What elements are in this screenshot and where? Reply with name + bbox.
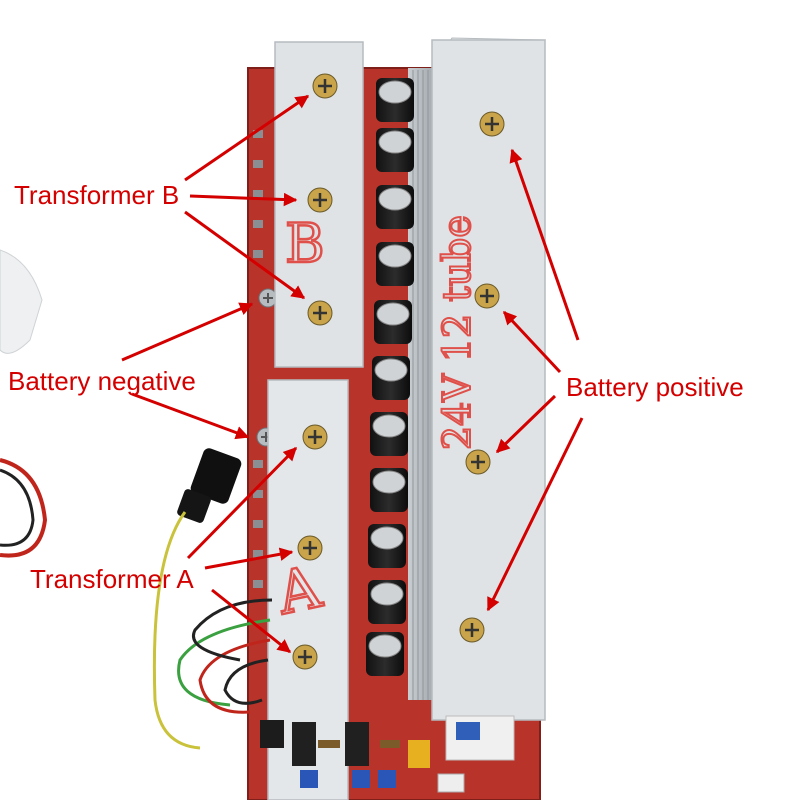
annotation-arrows bbox=[121, 94, 584, 654]
capacitor bbox=[374, 300, 412, 344]
capacitor bbox=[368, 580, 406, 624]
screw-a-top bbox=[302, 424, 328, 450]
fuse-holder bbox=[177, 448, 242, 523]
arrow-battery-positive-3 bbox=[495, 394, 557, 454]
capacitor bbox=[376, 242, 414, 286]
capacitor bbox=[376, 185, 414, 229]
edge-pins bbox=[253, 130, 263, 588]
screw-pos-1 bbox=[479, 111, 505, 137]
side-cable-red bbox=[0, 458, 48, 558]
label-transformer-b: Transformer B bbox=[14, 180, 180, 210]
arrow-transformer-a-top bbox=[186, 446, 298, 560]
plastic-bag bbox=[0, 249, 43, 354]
arrow-battery-negative-lower bbox=[131, 392, 250, 440]
arrow-battery-positive-4 bbox=[486, 417, 584, 612]
capacitor bbox=[372, 356, 410, 400]
screw-a-bottom bbox=[292, 644, 318, 670]
arrow-transformer-b-top bbox=[184, 94, 310, 182]
arrow-transformer-a-middle bbox=[204, 547, 294, 570]
capacitor bbox=[370, 468, 408, 512]
screw-b-middle bbox=[307, 187, 333, 213]
screw-pos-3 bbox=[465, 449, 491, 475]
screw-a-middle bbox=[297, 535, 323, 561]
arrow-battery-positive-1 bbox=[509, 148, 580, 341]
label-battery-positive: Battery positive bbox=[566, 372, 744, 402]
control-wires bbox=[152, 511, 273, 750]
label-transformer-a: Transformer A bbox=[30, 564, 194, 594]
capacitor-column bbox=[366, 78, 414, 676]
screw-pos-2 bbox=[474, 283, 500, 309]
label-battery-negative: Battery negative bbox=[8, 366, 196, 396]
capacitor bbox=[368, 524, 406, 568]
arrow-transformer-a-bottom bbox=[211, 588, 292, 654]
handwritten-spec: 24V 12 tube bbox=[435, 215, 479, 450]
capacitor bbox=[376, 78, 414, 122]
screw-pos-4 bbox=[459, 617, 485, 643]
arrow-battery-positive-2 bbox=[502, 310, 562, 374]
capacitor bbox=[366, 632, 404, 676]
arrow-transformer-b-bottom bbox=[184, 210, 306, 300]
capacitor bbox=[370, 412, 408, 456]
screw-b-bottom bbox=[307, 300, 333, 326]
arrow-battery-negative-upper bbox=[121, 302, 254, 362]
handwritten-b: B bbox=[285, 212, 325, 275]
control-components bbox=[260, 715, 515, 793]
side-cable-black bbox=[0, 468, 35, 547]
capacitor bbox=[376, 128, 414, 172]
screw-b-top bbox=[312, 73, 338, 99]
arrow-transformer-b-middle bbox=[189, 192, 298, 207]
